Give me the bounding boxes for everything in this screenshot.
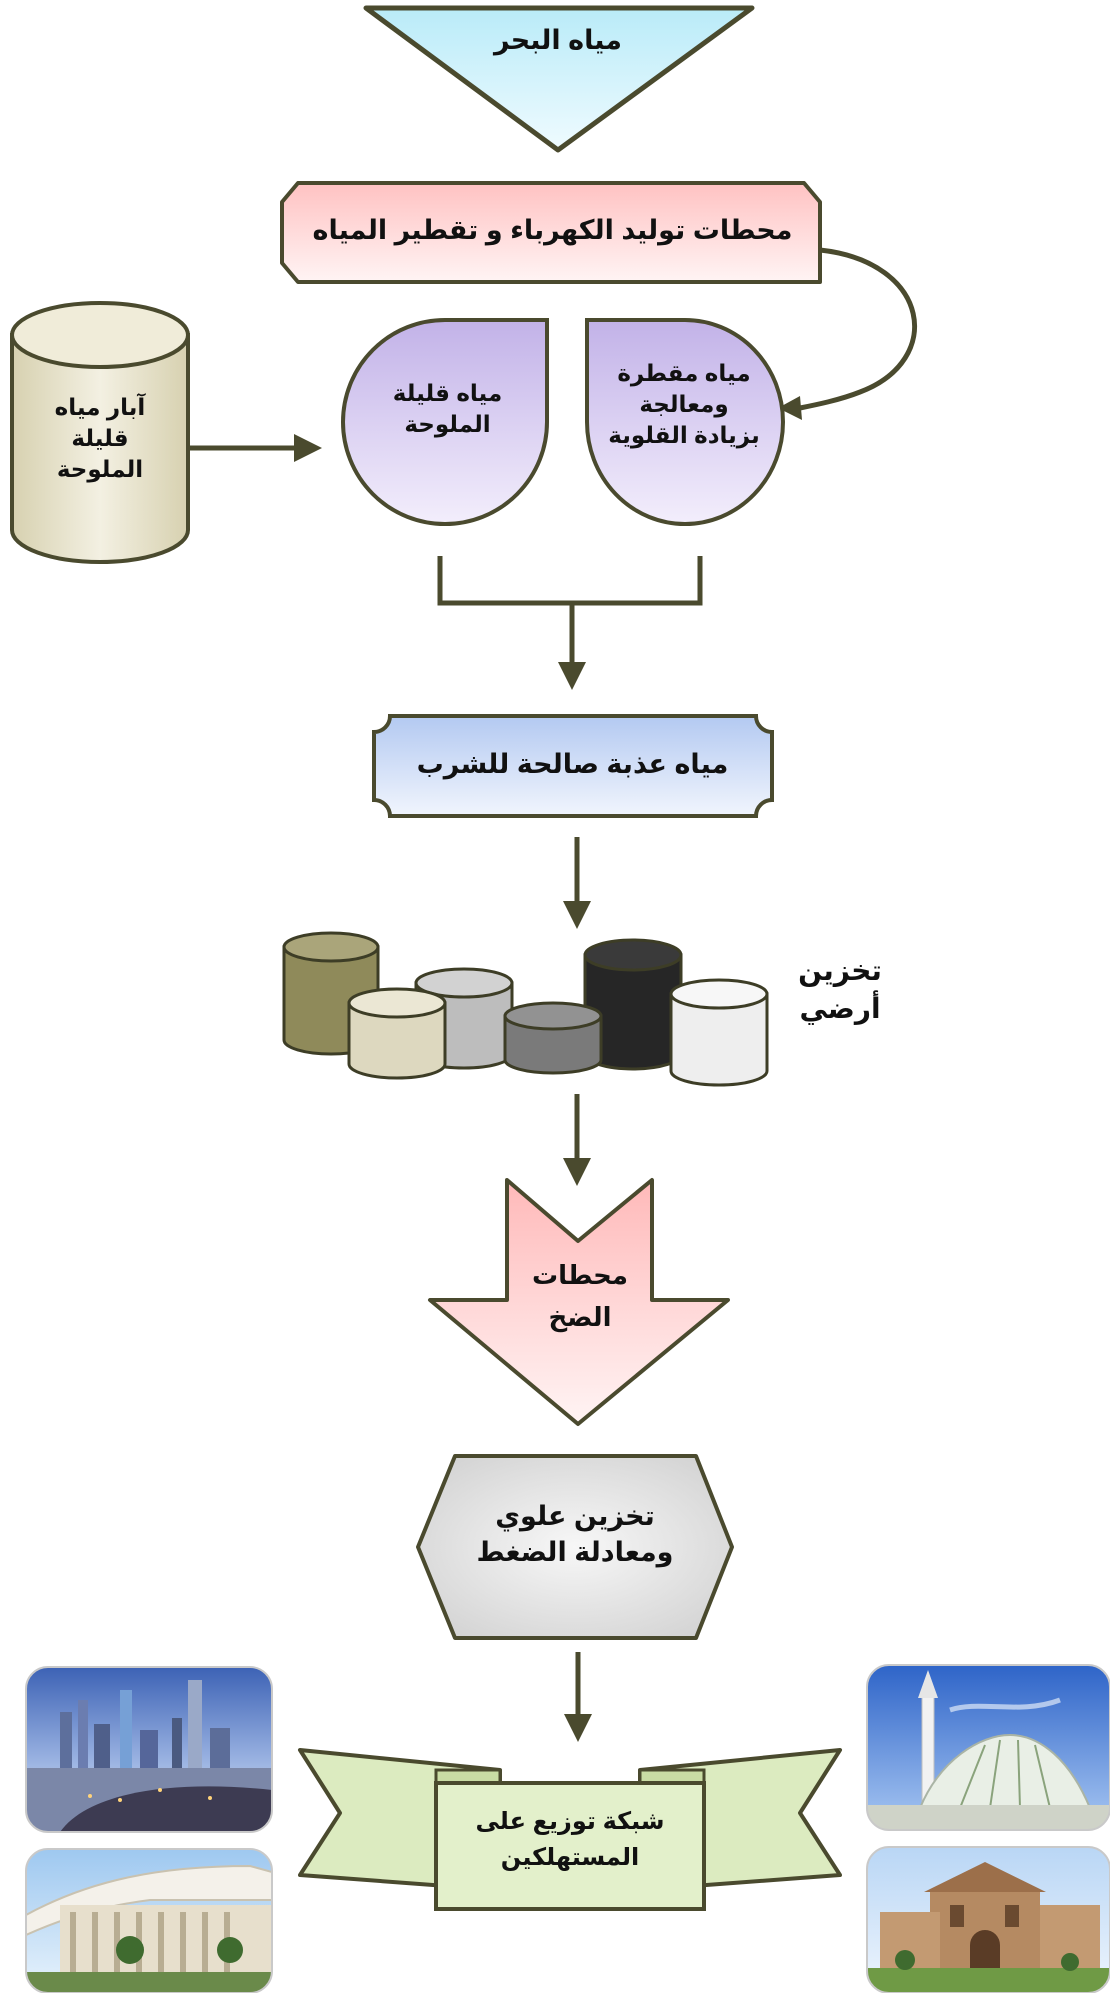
pumping-stations-line-2: الضخ	[548, 1301, 612, 1332]
pumping-stations-node	[428, 1178, 730, 1426]
storage-tank-6	[669, 978, 769, 1087]
distilled-water-line-1: مياه مقطرة	[617, 360, 751, 386]
ground-storage-line-2: أرضي	[799, 992, 881, 1024]
city-skyline-photo-icon	[25, 1666, 273, 1833]
parliament-building-photo-icon	[25, 1848, 273, 1993]
storage-tank-4	[503, 1001, 603, 1075]
power-desal-plants-label: محطات توليد الكهرباء و تقطير المياه	[312, 215, 793, 245]
potable-water-node	[372, 714, 774, 818]
brackish-wells-line-3: الملوحة	[56, 456, 144, 483]
brackish-wells-cylinder	[10, 301, 190, 564]
elevated-to-distribution-arrow	[564, 1652, 592, 1742]
pumping-stations-line-1: محطات	[531, 1260, 629, 1290]
plants-to-distilled-arrow	[778, 247, 918, 420]
distilled-water-line-3: بزيادة القلوية	[608, 422, 760, 449]
distribution-network-label: شبكة توزيع على المستهلكين	[445, 1804, 695, 1876]
elevated-storage-node	[416, 1454, 734, 1640]
brackish-water-label: مياه قليلة الملوحة	[370, 378, 525, 440]
brackish-water-line-2: الملوحة	[404, 411, 491, 438]
brackish-water-node	[341, 318, 549, 526]
distilled-water-line-2: ومعالجة	[639, 391, 729, 418]
elevated-storage-label: تخزين علوي ومعادلة الضغط	[450, 1498, 700, 1571]
distilled-water-node	[585, 318, 785, 526]
distribution-network-node	[298, 1748, 842, 1911]
villa-photo-icon	[866, 1846, 1110, 1993]
wells-to-brackish-arrow	[188, 434, 322, 462]
distribution-network-line-2: المستهلكين	[500, 1844, 640, 1871]
potable-water-label: مياه عذبة صالحة للشرب	[416, 749, 729, 779]
storage-tank-2	[347, 987, 447, 1080]
elevated-storage-line-1: تخزين علوي	[495, 1501, 655, 1531]
brackish-wells-line-1: آبار مياه	[54, 394, 146, 420]
storage-to-pumps-arrow	[563, 1094, 591, 1186]
pumping-stations-label: محطات الضخ	[510, 1255, 650, 1338]
brackish-water-line-1: مياه قليلة	[392, 380, 503, 406]
sea-water-node	[363, 5, 755, 153]
ground-storage-tanks	[282, 931, 769, 1087]
distribution-network-line-1: شبكة توزيع على	[475, 1808, 665, 1835]
brackish-wells-line-2: قليلة	[71, 425, 129, 452]
brackish-wells-label: آبار مياه قليلة الملوحة	[26, 392, 174, 485]
elevated-storage-line-2: ومعادلة الضغط	[476, 1537, 674, 1568]
mosque-photo-icon	[866, 1664, 1110, 1831]
distilled-water-label: مياه مقطرة ومعالجة بزيادة القلوية	[596, 358, 772, 451]
power-desal-plants-node	[280, 181, 822, 284]
ground-storage-line-1: تخزين	[798, 955, 882, 986]
ground-storage-label: تخزين أرضي	[790, 952, 890, 1028]
sea-water-label: مياه البحر	[494, 25, 622, 55]
merge-connector	[437, 556, 703, 690]
potable-to-storage-arrow	[563, 837, 591, 929]
